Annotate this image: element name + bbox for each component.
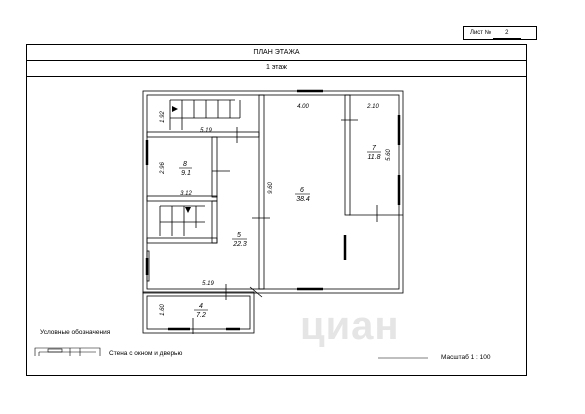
dim-192: 1.92	[160, 111, 166, 123]
dim-312: 3.12	[180, 191, 192, 197]
dim-296: 2.96	[160, 162, 166, 175]
dim-560: 5.60	[386, 149, 392, 161]
sheet-number: 2	[492, 29, 521, 39]
room-4-number: 4	[199, 303, 203, 310]
wall-center	[258, 94, 265, 290]
wall-room7	[344, 94, 351, 216]
dim-960: 9.60	[268, 182, 274, 194]
dim-519-top: 5.19	[200, 128, 212, 134]
scale-label: Масштаб 1 : 100	[441, 354, 491, 361]
annex-wall	[142, 291, 255, 334]
legend-wall-label: Стена с окном и дверью	[109, 350, 183, 357]
stairs-top	[169, 99, 241, 130]
legend-wall-symbol	[34, 347, 101, 356]
floor-title: 1 этаж	[27, 60, 526, 77]
sheet-number-box: Лист № 2	[463, 26, 537, 40]
watermark: циан	[300, 304, 400, 348]
room-6-number: 6	[300, 187, 304, 194]
dim-160: 1.60	[160, 304, 166, 316]
dim-210: 2.10	[366, 104, 379, 110]
outer-wall-main	[142, 90, 404, 294]
room-6-area: 38.4	[296, 196, 310, 203]
dim-400: 4.00	[297, 104, 309, 110]
room-8-area: 9.1	[181, 170, 191, 177]
room-5-area: 22.3	[232, 241, 247, 248]
room-4-area: 7.2	[196, 312, 206, 319]
room-5-number: 5	[237, 232, 241, 239]
plan-title: ПЛАН ЭТАЖА	[27, 45, 526, 61]
room-7-number: 7	[372, 145, 377, 152]
drawing-frame: ПЛАН ЭТАЖА 1 этаж	[26, 44, 527, 376]
wall-room8	[211, 136, 218, 198]
legend-title: Условные обозначения	[40, 329, 111, 336]
sheet-label: Лист №	[470, 30, 492, 36]
stairs-middle	[159, 205, 205, 236]
room-8-number: 8	[183, 161, 187, 168]
room-7-area: 11.8	[367, 154, 380, 161]
wall-stair-top	[146, 131, 260, 138]
dim-519-bottom: 5.19	[202, 281, 214, 287]
